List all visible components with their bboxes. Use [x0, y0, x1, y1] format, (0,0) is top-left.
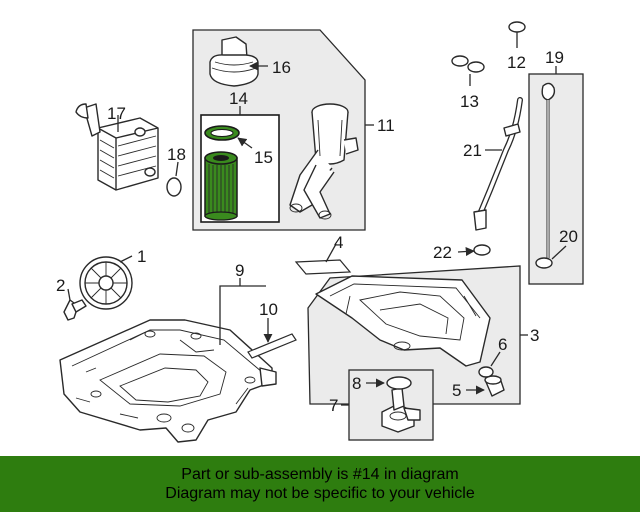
- banner-line-2: Diagram may not be specific to your vehi…: [165, 485, 475, 502]
- drain-plug-part[interactable]: [484, 375, 505, 397]
- filter-housing-part[interactable]: [289, 103, 359, 220]
- callout-10: 10: [259, 300, 278, 319]
- oil-pan-gasket-part[interactable]: [294, 259, 352, 275]
- callout-6: 6: [498, 335, 507, 354]
- dipstick-tube-part[interactable]: [473, 97, 523, 231]
- callout-17: 17: [107, 104, 126, 123]
- upper-pan-gasket-part[interactable]: [247, 333, 297, 359]
- oil-cooler-seal-part[interactable]: [166, 177, 182, 197]
- filter-housing-group: [192, 29, 374, 231]
- filter-cap-part[interactable]: [209, 36, 259, 87]
- pulley-bolt-part[interactable]: [63, 299, 87, 321]
- seal-rings-13-part[interactable]: [451, 55, 485, 73]
- oil-level-sensor-part[interactable]: [381, 387, 421, 433]
- seal-ring-12-part[interactable]: [508, 21, 526, 33]
- dipstick-part[interactable]: [541, 82, 556, 258]
- oil-filter-element-part[interactable]: [204, 151, 238, 221]
- oil-level-sensor-group: [341, 369, 434, 441]
- callout-14: 14: [229, 89, 248, 108]
- callout-8: 8: [352, 374, 361, 393]
- sensor-o-ring-part[interactable]: [386, 376, 412, 390]
- callout-4: 4: [334, 233, 343, 252]
- drain-plug-washer-part[interactable]: [478, 366, 494, 378]
- callout-9: 9: [235, 261, 244, 280]
- callout-16: 16: [272, 58, 291, 77]
- callout-11: 11: [377, 116, 395, 135]
- dipstick-seal-part[interactable]: [535, 257, 553, 269]
- callout-12: 12: [507, 53, 526, 72]
- callout-2: 2: [56, 276, 65, 295]
- callout-13: 13: [460, 92, 479, 111]
- callout-7: 7: [329, 396, 338, 415]
- info-banner: Part or sub-assembly is #14 in diagram D…: [0, 456, 640, 512]
- callout-1: 1: [137, 247, 146, 266]
- callout-18: 18: [167, 145, 186, 164]
- callout-5: 5: [452, 381, 461, 400]
- callout-21: 21: [463, 141, 482, 160]
- upper-oil-pan-part[interactable]: [59, 319, 277, 443]
- crank-pulley-part[interactable]: [79, 256, 133, 310]
- dipstick-tube-seal-part[interactable]: [473, 244, 491, 256]
- callout-3: 3: [530, 326, 539, 345]
- callout-20: 20: [559, 227, 578, 246]
- lower-oil-pan-part[interactable]: [315, 275, 491, 367]
- dipstick-group: [528, 73, 584, 285]
- oil-cooler-part[interactable]: [75, 103, 159, 191]
- callout-19: 19: [545, 48, 564, 67]
- parts-diagram: 1 2 3 4 5 6 7 8 9 10 11 12 13 14 15 16 1…: [56, 21, 584, 443]
- callout-22: 22: [433, 243, 452, 262]
- callout-15: 15: [254, 148, 273, 167]
- banner-line-1: Part or sub-assembly is #14 in diagram: [181, 466, 459, 483]
